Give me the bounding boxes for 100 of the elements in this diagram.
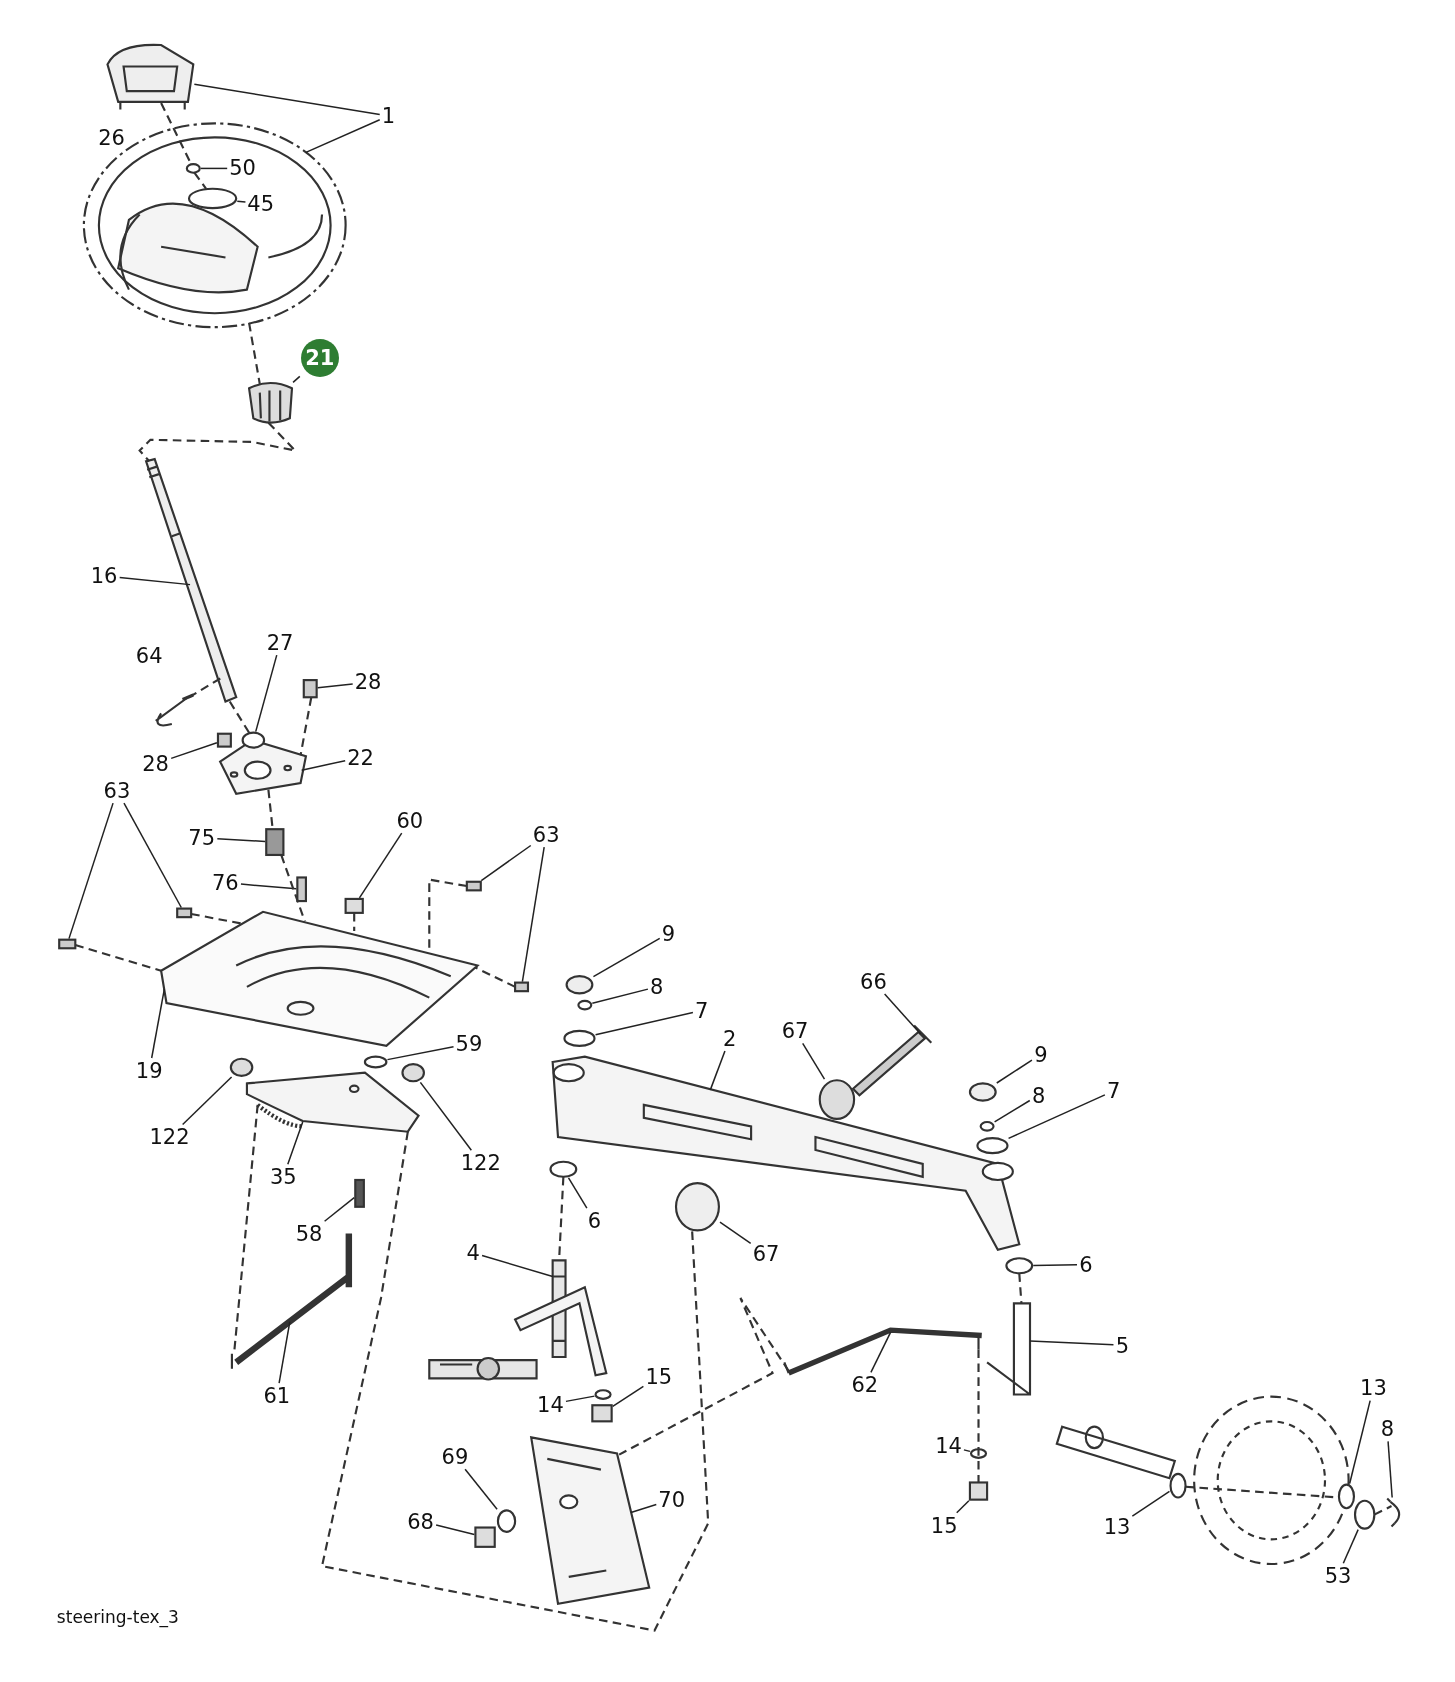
sector-gear (245, 1071, 420, 1133)
callout-number: 45 (246, 192, 276, 216)
washer (969, 1448, 988, 1459)
leader-line (435, 1524, 476, 1536)
leader-line (993, 1099, 1031, 1123)
washer (496, 1509, 517, 1533)
pin (154, 693, 194, 727)
callout-number: 66 (859, 970, 888, 994)
assembly-line (320, 1131, 710, 1632)
leader-line (630, 1503, 657, 1514)
leader-line (883, 993, 922, 1035)
callout-number: 60 (395, 809, 425, 833)
nut (591, 1404, 613, 1423)
leader-line (181, 1076, 233, 1126)
callout-number: 19 (134, 1059, 164, 1083)
bolt (302, 679, 318, 699)
callout-number: 67 (780, 1019, 810, 1043)
callout-number: 61 (262, 1384, 292, 1408)
callout-number: 70 (657, 1488, 687, 1512)
assembly-line (474, 966, 516, 988)
bushing (674, 1182, 720, 1232)
leader-line (801, 1042, 826, 1080)
callout-number: 67 (751, 1242, 781, 1266)
clip (577, 999, 593, 1011)
callout-number: 35 (268, 1165, 298, 1189)
callout-number: 62 (850, 1373, 880, 1397)
nut (344, 897, 364, 914)
leader-line (996, 1059, 1033, 1084)
leader-line (963, 1449, 971, 1453)
callout-number: 13 (1359, 1376, 1388, 1400)
bolt (851, 1024, 933, 1097)
callout-number: 7 (694, 999, 710, 1023)
callout-number: 63 (531, 823, 561, 847)
assembly-line (248, 322, 261, 385)
leader-line (386, 1046, 455, 1061)
callout-number: 8 (1031, 1084, 1047, 1108)
bushing (818, 1079, 856, 1120)
leader-line (68, 802, 114, 940)
callout-number: 63 (102, 779, 132, 803)
leader-line (170, 742, 218, 760)
leader-line (419, 1081, 473, 1151)
assembly-line (977, 1349, 980, 1483)
bolt (514, 981, 530, 993)
nut (248, 381, 294, 424)
clip (979, 1120, 995, 1132)
bolt (176, 907, 193, 919)
assembly-line (1373, 1505, 1392, 1516)
leader-line (1007, 1094, 1106, 1140)
callout-number: 8 (649, 975, 665, 999)
bushing (549, 1160, 578, 1178)
callout-number: 68 (406, 1510, 435, 1533)
leader-line (236, 200, 247, 203)
callout-number: 2 (721, 1027, 738, 1051)
assembly-line (188, 677, 222, 699)
spacer (401, 1063, 425, 1083)
spacer (229, 1057, 254, 1077)
nut (968, 1481, 989, 1501)
callout-number: 16 (89, 564, 119, 588)
leader-line (611, 1385, 645, 1408)
assembly-line (75, 944, 162, 972)
leader-line (464, 1468, 498, 1511)
washer (241, 731, 266, 749)
callout-number: 14 (934, 1434, 963, 1458)
leader-line (521, 846, 545, 983)
assembly-line (299, 697, 313, 756)
callout-number: 50 (228, 156, 257, 180)
callout-number: 15 (644, 1365, 674, 1389)
leader-line (287, 1121, 304, 1165)
washer (594, 1389, 612, 1400)
callout-number: 6 (586, 1209, 603, 1233)
callout-number: 59 (454, 1032, 484, 1056)
callout-number: 9 (660, 922, 677, 945)
leader-line (323, 1196, 355, 1222)
callout-number: 15 (929, 1514, 959, 1538)
cap (968, 1082, 997, 1102)
leader-line (592, 937, 661, 978)
callout-number: 4 (465, 1241, 481, 1265)
steering-wheel (82, 122, 347, 329)
leader-line (594, 1011, 694, 1036)
callout-number: 69 (440, 1445, 470, 1469)
callout-number: 7 (1106, 1079, 1122, 1103)
assembly-line (353, 912, 356, 932)
bolt (465, 880, 482, 892)
clip (1386, 1497, 1401, 1528)
leader-line (240, 883, 297, 890)
callout-number: 28 (353, 670, 383, 694)
leader-line (1029, 1340, 1115, 1346)
leader-line (567, 1177, 588, 1209)
callout-number: 75 (187, 826, 217, 850)
leader-line (956, 1499, 970, 1514)
assembly-line (190, 912, 242, 925)
nut (185, 163, 201, 174)
washer (976, 1137, 1009, 1155)
callout-number: 122 (459, 1151, 502, 1175)
leader-line (150, 988, 166, 1059)
leader-line (123, 802, 183, 909)
callout-number: 1 (380, 104, 397, 128)
highlighted-callout-number: 21 (300, 339, 339, 378)
washer (1169, 1472, 1187, 1499)
assembly-line (228, 701, 250, 734)
